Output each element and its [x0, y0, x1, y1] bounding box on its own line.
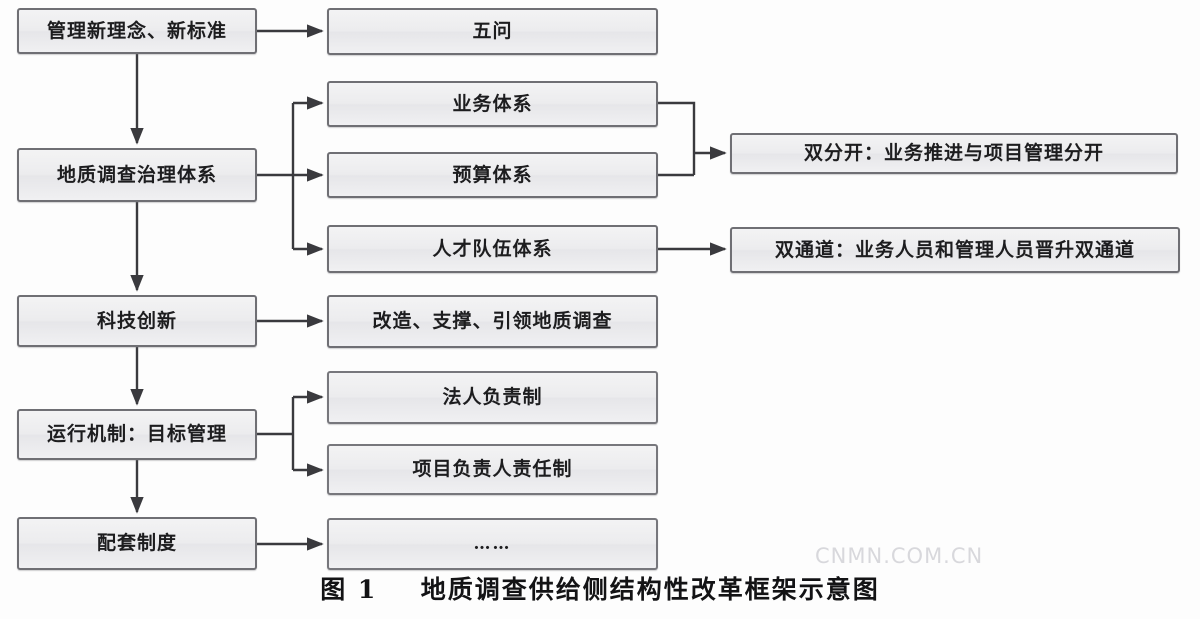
node-label: 双分开：业务推进与项目管理分开 — [803, 142, 1104, 165]
node-label: 科技创新 — [96, 309, 177, 332]
watermark: CNMN.COM.CN — [815, 544, 984, 568]
node-dual-separation[interactable]: 双分开：业务推进与项目管理分开 — [730, 133, 1178, 174]
node-label: 预算体系 — [452, 163, 533, 186]
node-label: 业务体系 — [452, 92, 533, 115]
node-geo-governance[interactable]: 地质调查治理体系 — [17, 148, 257, 202]
caption-text: 地质调查供给侧结构性改革框架示意图 — [420, 575, 880, 604]
node-label: 运行机制：目标管理 — [46, 423, 227, 446]
node-five-questions[interactable]: 五问 — [327, 8, 658, 55]
node-business-system[interactable]: 业务体系 — [327, 81, 658, 127]
node-operating-mechanism[interactable]: 运行机制：目标管理 — [17, 409, 257, 460]
node-label: 地质调查治理体系 — [56, 163, 217, 186]
node-tech-innovation[interactable]: 科技创新 — [17, 295, 257, 347]
node-mgmt-concept[interactable]: 管理新理念、新标准 — [17, 8, 257, 54]
node-ellipsis[interactable]: …… — [327, 518, 658, 570]
caption-label: 图 1 — [320, 575, 378, 604]
node-transform-support-lead[interactable]: 改造、支撑、引领地质调查 — [327, 295, 658, 348]
node-dual-channel[interactable]: 双通道：业务人员和管理人员晋升双通道 — [730, 227, 1180, 273]
node-label: 改造、支撑、引领地质调查 — [372, 310, 613, 333]
figure-caption: 图 1 地质调查供给侧结构性改革框架示意图 — [0, 570, 1200, 606]
node-label: …… — [473, 533, 512, 554]
node-budget-system[interactable]: 预算体系 — [327, 152, 658, 198]
node-label: 双通道：业务人员和管理人员晋升双通道 — [774, 238, 1135, 261]
edge-business-merge — [658, 101, 696, 175]
node-label: 人才队伍体系 — [432, 237, 553, 260]
node-legal-person-responsibility[interactable]: 法人负责制 — [327, 371, 658, 424]
node-supporting-system[interactable]: 配套制度 — [17, 517, 257, 570]
node-label: 项目负责人责任制 — [412, 458, 573, 481]
node-label: 配套制度 — [96, 532, 177, 555]
node-project-leader-responsibility[interactable]: 项目负责人责任制 — [327, 444, 658, 495]
node-label: 管理新理念、新标准 — [46, 19, 227, 42]
node-label: 法人负责制 — [442, 386, 543, 409]
node-label: 五问 — [472, 20, 513, 43]
node-talent-system[interactable]: 人才队伍体系 — [327, 225, 658, 273]
